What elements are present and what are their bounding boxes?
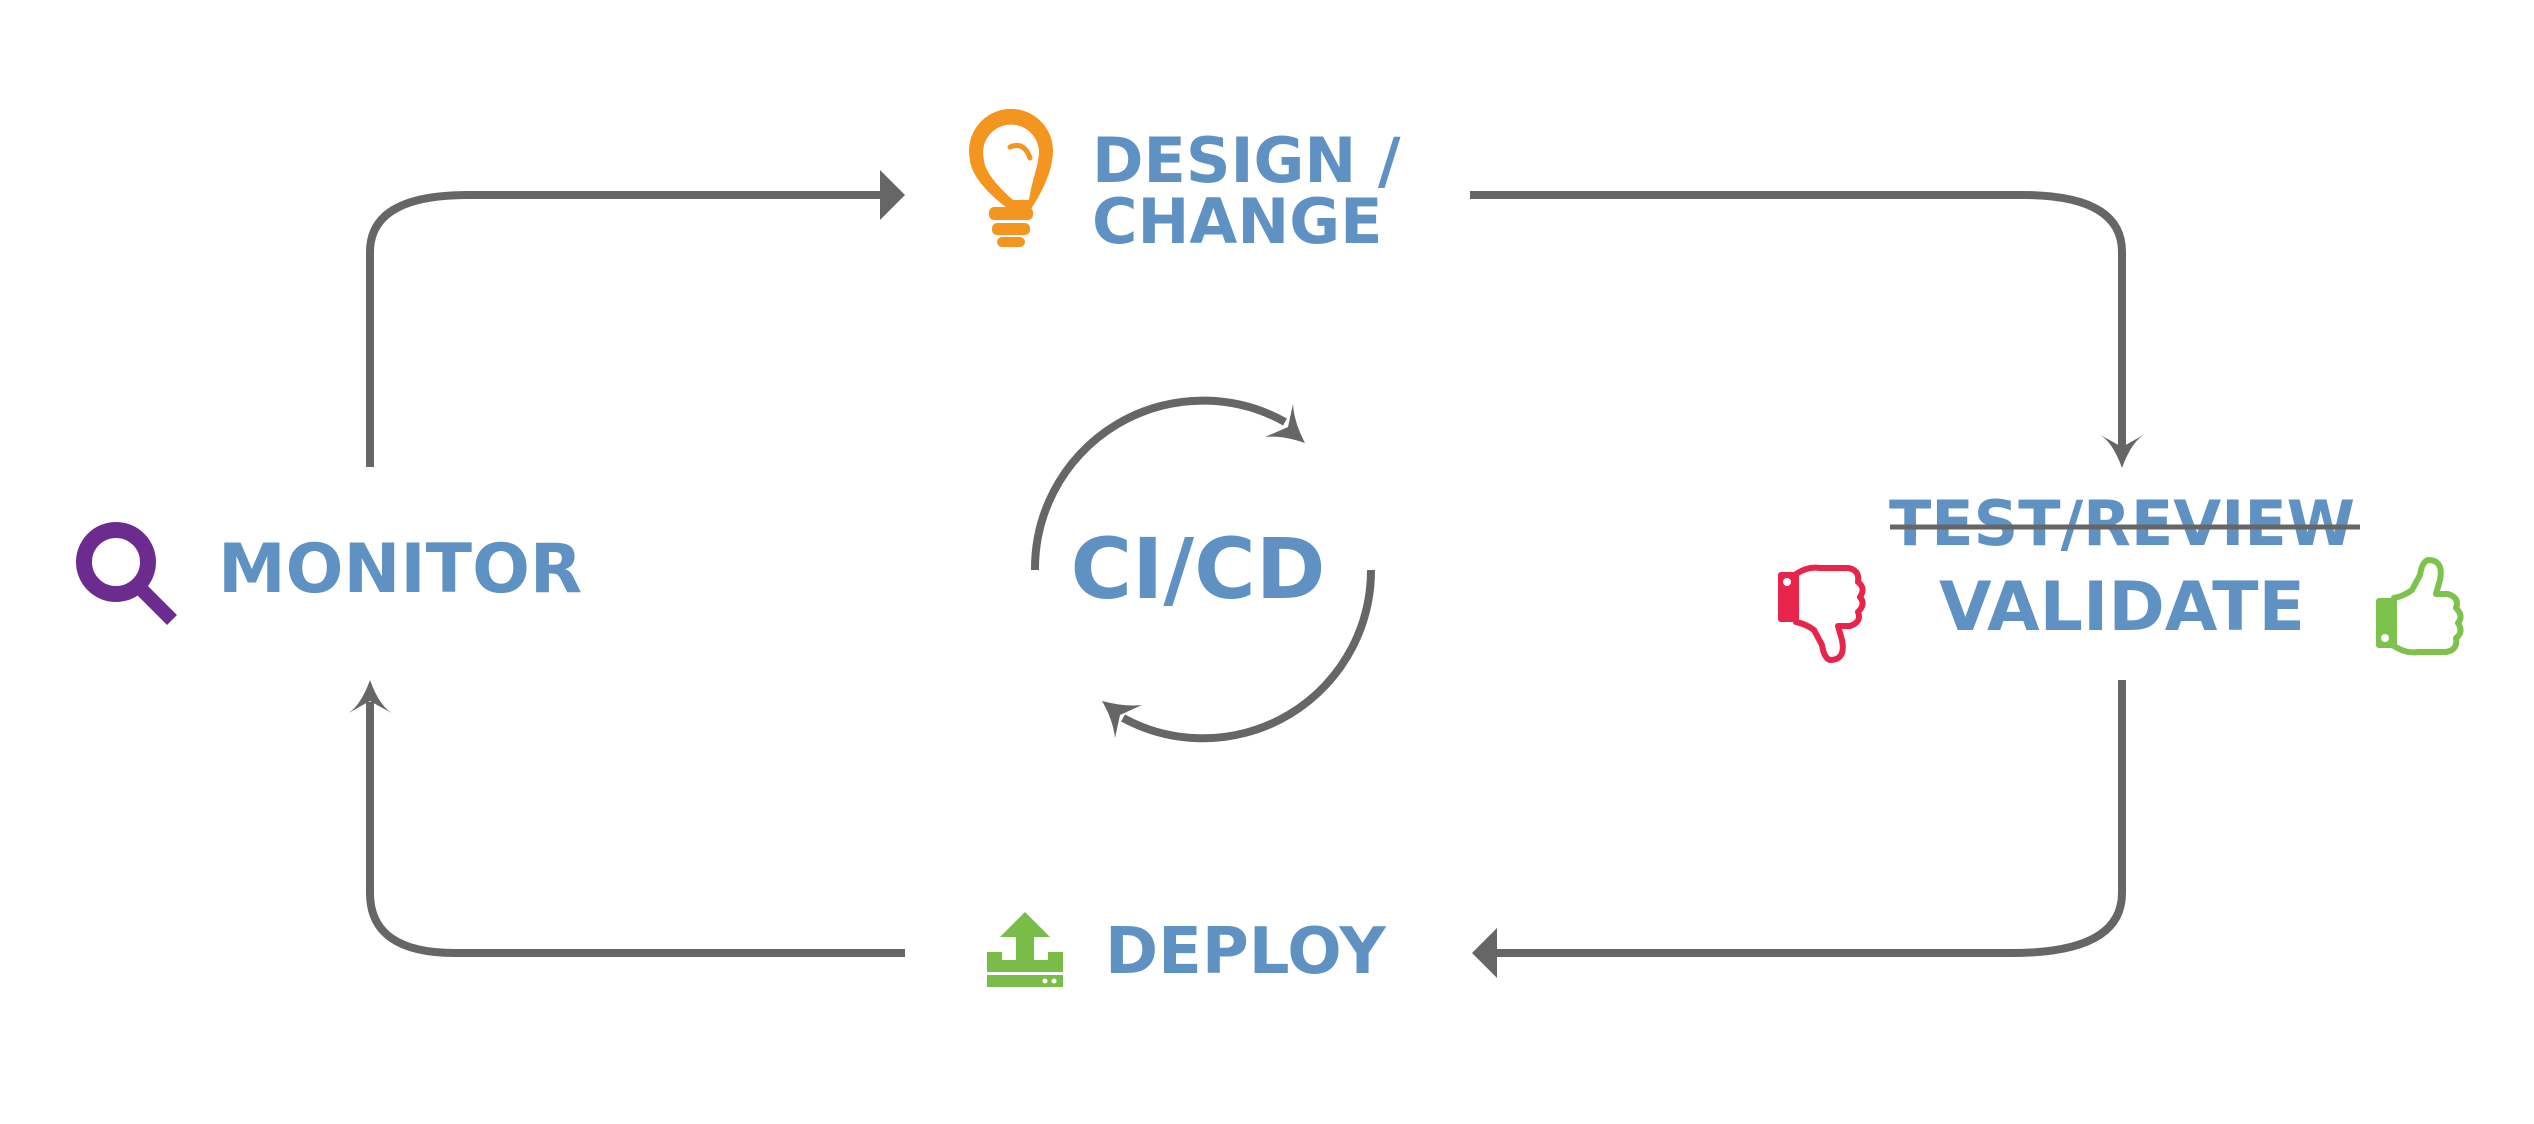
center-label: CI/CD xyxy=(1071,520,1326,618)
connector-test-to-deploy xyxy=(1472,680,2126,978)
validate-label: VALIDATE xyxy=(1939,568,2305,647)
thumbs-up-icon xyxy=(2376,557,2464,656)
connector-monitor-to-design xyxy=(366,170,905,467)
deploy-label: DEPLOY xyxy=(1105,915,1386,989)
design-label-line2: CHANGE xyxy=(1092,185,1383,258)
cycle-arrows xyxy=(1030,396,1376,743)
monitor-label: MONITOR xyxy=(218,530,582,609)
magnifier-icon xyxy=(76,522,177,625)
lightbulb-icon xyxy=(969,108,1053,247)
test-review-struck-label: TEST/REVIEW xyxy=(1889,487,2355,560)
connector-deploy-to-monitor xyxy=(345,680,905,957)
thumbs-down-icon xyxy=(1778,564,1866,663)
upload-icon xyxy=(987,912,1063,987)
design-label-line1: DESIGN / xyxy=(1092,124,1401,197)
connector-design-to-test xyxy=(1470,191,2147,468)
